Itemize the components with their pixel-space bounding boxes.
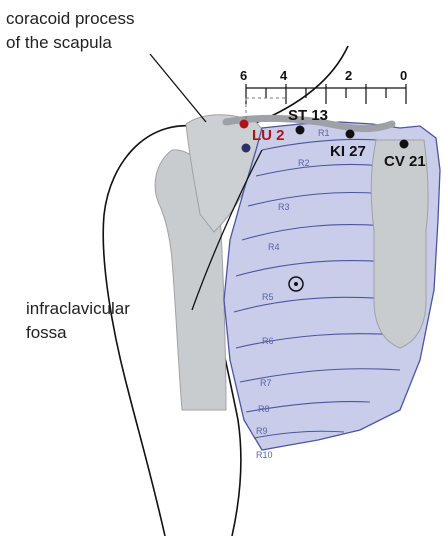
rib-label-8: R8 [258, 404, 270, 414]
st13-label: ST 13 [288, 107, 328, 124]
rib-label-10: R10 [256, 450, 273, 460]
rib-label-1: R1 [318, 128, 330, 138]
scale-ruler [246, 84, 406, 104]
st13-point [296, 126, 305, 135]
lu2-lower-point [242, 144, 251, 153]
rib-label-6: R6 [262, 336, 274, 346]
rib-label-3: R3 [278, 202, 290, 212]
fossa-label-line1: infraclavicular [26, 299, 130, 318]
nipple-center [294, 282, 298, 286]
ki27-label: KI 27 [330, 143, 366, 160]
rib-label-4: R4 [268, 242, 280, 252]
coracoid-label-line2: of the scapula [6, 33, 112, 52]
cv21-label: CV 21 [384, 153, 426, 170]
scale-4: 4 [280, 68, 288, 83]
ki27-point [346, 130, 355, 139]
rib-label-7: R7 [260, 378, 272, 388]
cv21-point [400, 140, 409, 149]
lu2-label: LU 2 [252, 127, 285, 144]
coracoid-label-line1: coracoid process [6, 9, 135, 28]
sternum [371, 140, 428, 348]
scale-0: 0 [400, 68, 407, 83]
coracoid-leader-line [150, 54, 206, 122]
rib-label-9: R9 [256, 426, 268, 436]
rib-label-2: R2 [298, 158, 310, 168]
fossa-label-line2: fossa [26, 323, 67, 342]
lu2-point [240, 120, 249, 129]
rib-label-5: R5 [262, 292, 274, 302]
scale-6: 6 [240, 68, 247, 83]
scale-2: 2 [345, 68, 352, 83]
